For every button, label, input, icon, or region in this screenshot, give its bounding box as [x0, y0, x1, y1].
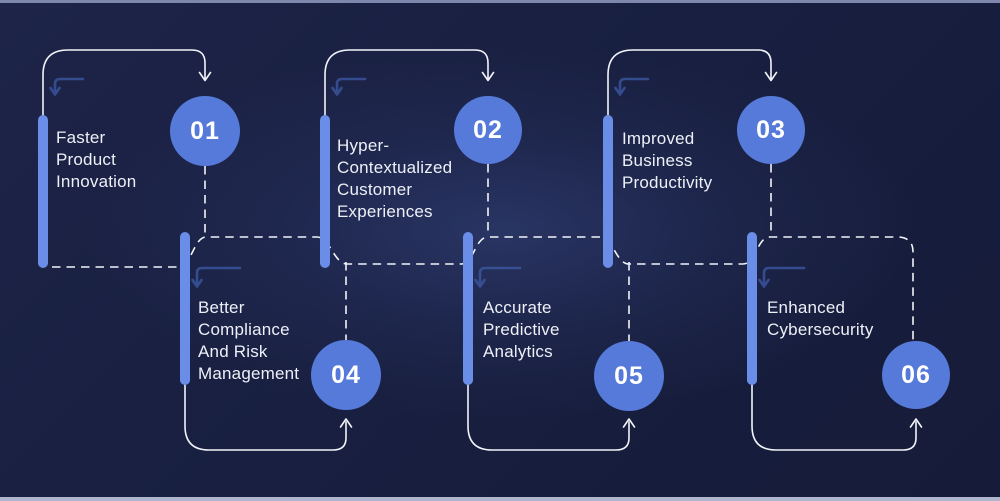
- corner-arrow-icon-step6: [758, 266, 806, 288]
- flow-arrow-step4: [184, 379, 353, 451]
- step-number-2: 02: [473, 116, 503, 144]
- step-title-5: Accurate Predictive Analytics: [483, 298, 560, 361]
- bottom-edge-strip: [0, 497, 1000, 501]
- step-title-1: Faster Product Innovation: [56, 128, 137, 191]
- dashed-flow-network: [52, 164, 914, 342]
- step-circle-4: [311, 340, 381, 410]
- step-number-5: 05: [614, 362, 644, 390]
- flow-arrow-step1: [42, 49, 212, 123]
- step-title-4: Better Compliance And Risk Management: [198, 298, 300, 383]
- corner-arrow-icon-step2: [331, 77, 367, 96]
- corner-arrow-icon-step5: [474, 266, 522, 288]
- step-circle-1: [170, 96, 240, 166]
- accent-bar-step5: [463, 232, 473, 385]
- corner-arrow-icon-step1: [49, 77, 85, 96]
- flow-arrow-step5: [467, 379, 636, 451]
- step-title-2: Hyper- Contextualized Customer Experienc…: [337, 136, 453, 221]
- flow-arrow-step6: [751, 379, 923, 451]
- corner-arrow-icon-step4: [191, 266, 242, 288]
- step-circle-3: [737, 96, 805, 164]
- step-number-4: 04: [331, 361, 361, 389]
- step-circle-6: [882, 341, 950, 409]
- top-edge-strip: [0, 0, 1000, 3]
- step-title-6: Enhanced Cybersecurity: [767, 298, 874, 339]
- flow-arrow-step3: [607, 49, 778, 123]
- accent-bar-step6: [747, 232, 757, 385]
- accent-bar-step2: [320, 115, 330, 268]
- step-number-1: 01: [190, 117, 220, 145]
- step-number-3: 03: [756, 116, 786, 144]
- corner-arrows: [49, 77, 806, 288]
- step-circle-5: [594, 341, 664, 411]
- step-number-6: 06: [901, 361, 931, 389]
- step-title-3: Improved Business Productivity: [622, 129, 713, 192]
- accent-bar-step4: [180, 232, 190, 385]
- accent-bars: [38, 115, 757, 385]
- accent-bar-step3: [603, 115, 613, 268]
- corner-arrow-icon-step3: [614, 77, 650, 96]
- step-circle-2: [454, 96, 522, 164]
- solid-connectors: [42, 49, 923, 451]
- step-circles: [170, 96, 950, 411]
- flow-arrow-step2: [324, 49, 495, 123]
- accent-bar-step1: [38, 115, 48, 268]
- dashed-serpentine-path: [52, 236, 914, 342]
